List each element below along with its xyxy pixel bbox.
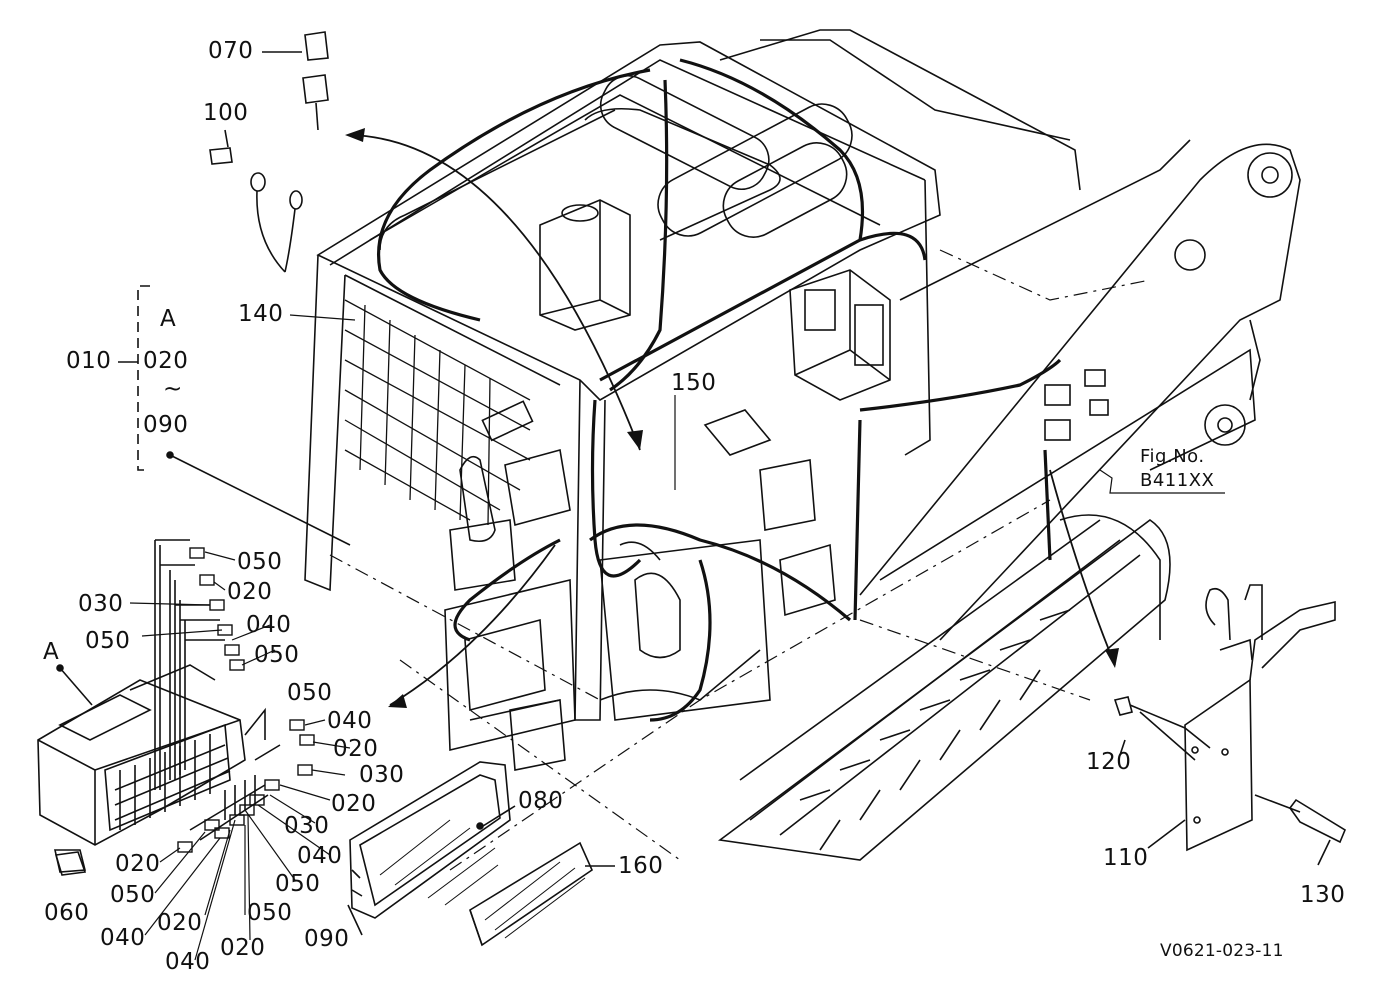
mounting-bracket xyxy=(1113,584,1347,866)
callout-130: 130 xyxy=(1300,882,1346,908)
callout-fuse-040-e: 040 xyxy=(165,949,211,975)
callout-fuse-050-f: 050 xyxy=(110,882,156,908)
callout-fuse-020-e: 020 xyxy=(157,910,203,936)
fuse-box xyxy=(37,539,281,873)
leader-arrows xyxy=(349,134,1116,706)
callout-fuse-040-a: 040 xyxy=(246,612,292,638)
washer-tank xyxy=(539,199,631,331)
callout-fuse-box-a: A xyxy=(43,639,60,665)
ground-cable-100 xyxy=(209,129,303,273)
callout-160: 160 xyxy=(618,853,664,879)
callout-fuse-050-g: 050 xyxy=(247,900,293,926)
callout-090: 090 xyxy=(304,926,350,952)
group-range-tilde: ~ xyxy=(163,376,183,402)
leader-140 xyxy=(289,314,676,490)
callout-150: 150 xyxy=(671,370,717,396)
joystick-right xyxy=(599,539,771,721)
lens-hatch xyxy=(379,819,586,939)
group-letter-a: A xyxy=(160,306,177,332)
callout-fuse-050-b: 050 xyxy=(85,628,131,654)
callout-120: 120 xyxy=(1086,749,1132,775)
callout-fuse-030-c: 030 xyxy=(284,813,330,839)
callout-fuse-020-b: 020 xyxy=(333,736,379,762)
fig-no-label: Fig.No. xyxy=(1140,446,1205,467)
callout-fuse-020-d: 020 xyxy=(115,851,161,877)
callout-010: 010 xyxy=(66,348,112,374)
track xyxy=(717,514,1171,861)
callout-fuse-040-d: 040 xyxy=(100,925,146,951)
callout-fuse-030-b: 030 xyxy=(359,762,405,788)
group-bracket xyxy=(118,285,351,546)
callout-fuse-050-c: 050 xyxy=(254,642,300,668)
fig-ref-leader xyxy=(1099,469,1225,494)
arrow-heads xyxy=(345,128,1119,708)
callout-fuse-050-e: 050 xyxy=(275,871,321,897)
relay-group xyxy=(1044,369,1109,441)
group-range-to: 090 xyxy=(143,412,189,438)
callout-fuse-030-a: 030 xyxy=(78,591,124,617)
loader-arm xyxy=(719,29,1301,641)
fig-no-reference: B411XX xyxy=(1140,470,1215,491)
callout-fuse-040-c: 040 xyxy=(297,843,343,869)
callout-fuse-020-a: 020 xyxy=(227,579,273,605)
fuse-leader-lines xyxy=(129,551,351,961)
seat-base xyxy=(444,578,761,771)
callout-fuse-050-a: 050 xyxy=(237,549,283,575)
callout-110: 110 xyxy=(1103,845,1149,871)
cab-grid xyxy=(344,299,531,526)
drawing-number: V0621-023-11 xyxy=(1160,941,1284,961)
fuse-blocks xyxy=(177,547,315,853)
group-range-from: 020 xyxy=(143,348,189,374)
callout-fuse-050-d: 050 xyxy=(287,680,333,706)
center-modules xyxy=(504,409,836,617)
callout-140: 140 xyxy=(238,301,284,327)
callout-fuse-040-b: 040 xyxy=(327,708,373,734)
joystick-left xyxy=(449,400,534,591)
callout-fuse-020-f: 020 xyxy=(220,935,266,961)
main-harness xyxy=(377,58,1062,722)
callout-080: 080 xyxy=(518,788,564,814)
callout-fuse-020-c: 020 xyxy=(331,791,377,817)
callout-070: 070 xyxy=(208,38,254,64)
cab-frame xyxy=(304,41,941,721)
work-lamp xyxy=(347,761,615,947)
callout-100: 100 xyxy=(203,100,249,126)
controller-box xyxy=(789,269,891,401)
part-060 xyxy=(54,851,87,876)
callout-060: 060 xyxy=(44,900,90,926)
connector-070 xyxy=(262,31,329,131)
